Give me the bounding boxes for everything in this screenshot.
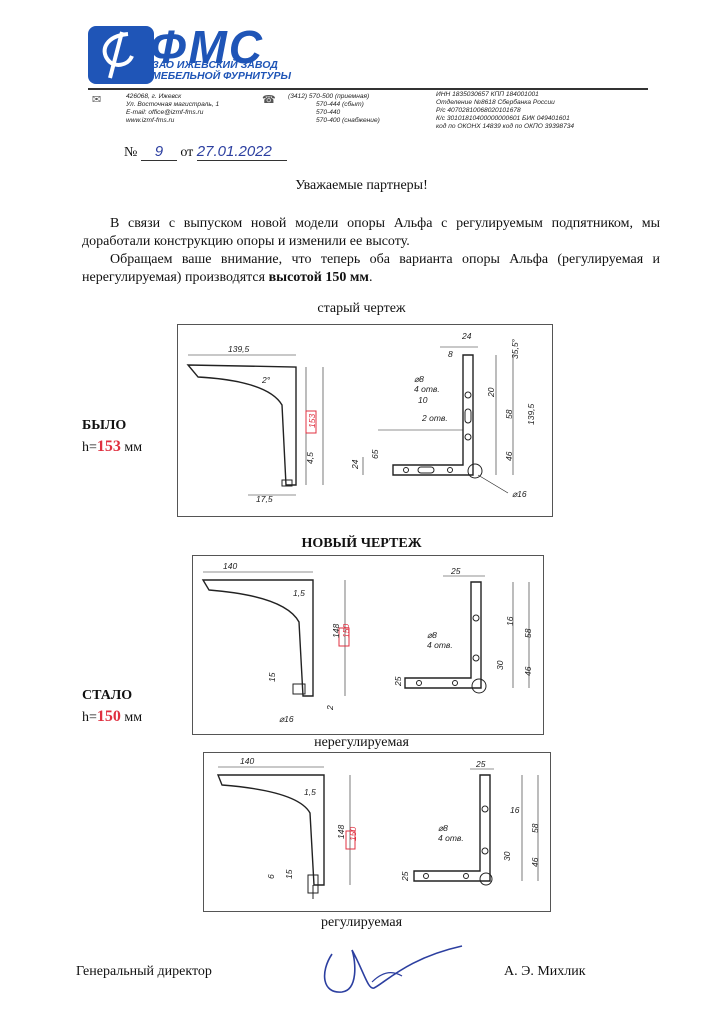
dim-old-foot: 17,5 bbox=[256, 494, 273, 504]
old-drawing-dimensions: 139,5 2° 153 4,5 17,5 24 8 35,5° ⌀8 4 от… bbox=[228, 331, 536, 504]
dim-old-16: ⌀16 bbox=[512, 489, 527, 499]
new-drawing-unadjustable bbox=[201, 571, 530, 697]
svg-text:25: 25 bbox=[393, 676, 403, 687]
svg-text:46: 46 bbox=[523, 666, 533, 676]
dim-old-10: 10 bbox=[418, 395, 428, 405]
svg-text:1,5: 1,5 bbox=[293, 588, 305, 598]
svg-text:25: 25 bbox=[400, 871, 410, 882]
old-state-label: БЫЛО bbox=[82, 418, 127, 433]
svg-text:150: 150 bbox=[341, 624, 351, 638]
dim-old-46: 46 bbox=[504, 451, 514, 461]
new-drawing-unadjustable-dimensions: 140 1,5 148 150 15 ⌀16 2 25 ⌀8 4 отв. 16… bbox=[223, 561, 533, 724]
svg-text:4 отв.: 4 отв. bbox=[438, 833, 464, 843]
new-drawing-title: НОВЫЙ ЧЕРТЕЖ bbox=[301, 536, 422, 551]
svg-text:25: 25 bbox=[475, 759, 486, 769]
svg-text:58: 58 bbox=[523, 628, 533, 638]
svg-text:140: 140 bbox=[240, 756, 254, 766]
svg-text:⌀16: ⌀16 bbox=[279, 714, 294, 724]
dim-old-slot: 2 отв. bbox=[421, 413, 448, 423]
old-drawing-frame: 139,5 2° 153 4,5 17,5 24 8 35,5° ⌀8 4 от… bbox=[177, 324, 553, 517]
svg-text:46: 46 bbox=[530, 857, 540, 867]
dim-old-1395: 139,5 bbox=[526, 403, 536, 425]
svg-text:2: 2 bbox=[325, 705, 335, 711]
dim-old-20: 20 bbox=[486, 387, 496, 398]
svg-text:15: 15 bbox=[267, 672, 277, 682]
logo-emblem-icon bbox=[102, 31, 134, 79]
svg-text:6: 6 bbox=[266, 874, 276, 879]
new-state-label: СТАЛО bbox=[82, 688, 133, 703]
dim-old-height: 153 bbox=[307, 414, 317, 428]
svg-text:148: 148 bbox=[331, 624, 341, 638]
paragraph-1: В связи с выпуском новой модели опоры Ал… bbox=[82, 216, 660, 249]
new-height-value: h=150 мм bbox=[82, 708, 143, 725]
svg-text:58: 58 bbox=[530, 823, 540, 833]
svg-text:25: 25 bbox=[450, 566, 461, 576]
signatory-name: А. Э. Михлик bbox=[504, 964, 586, 979]
company-address: 426068, г. Ижевск Ул. Восточная магистра… bbox=[126, 93, 220, 124]
dim-old-angle: 2° bbox=[261, 375, 271, 385]
company-name: ЗАО ИЖЕВСКИЙ ЗАВОД МЕБЕЛЬНОЙ ФУРНИТУРЫ bbox=[152, 59, 291, 82]
svg-text:148: 148 bbox=[336, 825, 346, 839]
dim-old-hole: ⌀8 bbox=[414, 374, 424, 384]
signatory-title: Генеральный директор bbox=[76, 964, 212, 979]
new-drawing-adjustable bbox=[216, 766, 539, 899]
svg-text:30: 30 bbox=[495, 660, 505, 670]
svg-text:16: 16 bbox=[510, 805, 520, 815]
dim-old-thickness: 4,5 bbox=[305, 452, 315, 464]
phone-icon: ☎ bbox=[262, 93, 276, 106]
new-drawing-unadjustable-frame: 140 1,5 148 150 15 ⌀16 2 25 ⌀8 4 отв. 16… bbox=[192, 555, 544, 735]
old-height-value: h=153 мм bbox=[82, 438, 143, 455]
svg-text:4 отв.: 4 отв. bbox=[427, 640, 453, 650]
company-logo bbox=[88, 26, 154, 84]
paragraph-2: Обращаем ваше внимание, что теперь оба в… bbox=[82, 252, 660, 285]
document-date: 27.01.2022 bbox=[196, 143, 287, 161]
unadjustable-caption: нерегулируемая bbox=[314, 735, 409, 750]
svg-text:16: 16 bbox=[505, 616, 515, 626]
dim-old-width: 139,5 bbox=[228, 344, 250, 354]
dim-old-24: 24 bbox=[461, 331, 472, 341]
svg-text:30: 30 bbox=[502, 851, 512, 861]
new-drawing-adjustable-dimensions: 140 1,5 148 150 6 15 25 ⌀8 4 отв. 16 58 … bbox=[240, 756, 540, 882]
dim-old-8: 8 bbox=[448, 349, 453, 359]
company-bank-details: ИНН 1835030657 КПП 184001001 Отделение №… bbox=[436, 91, 575, 130]
adjustable-caption: регулируемая bbox=[320, 915, 403, 930]
svg-text:140: 140 bbox=[223, 561, 237, 571]
document-number: 9 bbox=[140, 143, 177, 161]
dim-old-24b: 24 bbox=[350, 459, 360, 470]
dim-old-58: 58 bbox=[504, 409, 514, 419]
svg-text:⌀8: ⌀8 bbox=[438, 823, 448, 833]
mail-icon: ✉ bbox=[92, 93, 102, 106]
old-drawing bbox=[186, 346, 514, 496]
svg-text:150: 150 bbox=[348, 827, 358, 841]
new-drawing-adjustable-frame: 140 1,5 148 150 6 15 25 ⌀8 4 отв. 16 58 … bbox=[203, 752, 551, 912]
dim-old-35: 35,5° bbox=[510, 338, 520, 359]
svg-text:1,5: 1,5 bbox=[304, 787, 316, 797]
old-drawing-caption: старый чертеж bbox=[317, 301, 406, 316]
dim-old-65: 65 bbox=[370, 449, 380, 459]
handwritten-signature bbox=[323, 945, 463, 993]
company-phones: (3412) 570-500 (приемная) 570-444 (сбыт)… bbox=[288, 93, 380, 124]
logo-letters: ФМС bbox=[150, 21, 265, 73]
svg-text:15: 15 bbox=[284, 869, 294, 879]
dim-old-holes: 4 отв. bbox=[414, 384, 440, 394]
document-number-line: № 9 от 27.01.2022 bbox=[124, 143, 287, 161]
svg-text:⌀8: ⌀8 bbox=[427, 630, 437, 640]
greeting: Уважаемые партнеры! bbox=[295, 178, 428, 193]
header-rule bbox=[88, 88, 648, 90]
